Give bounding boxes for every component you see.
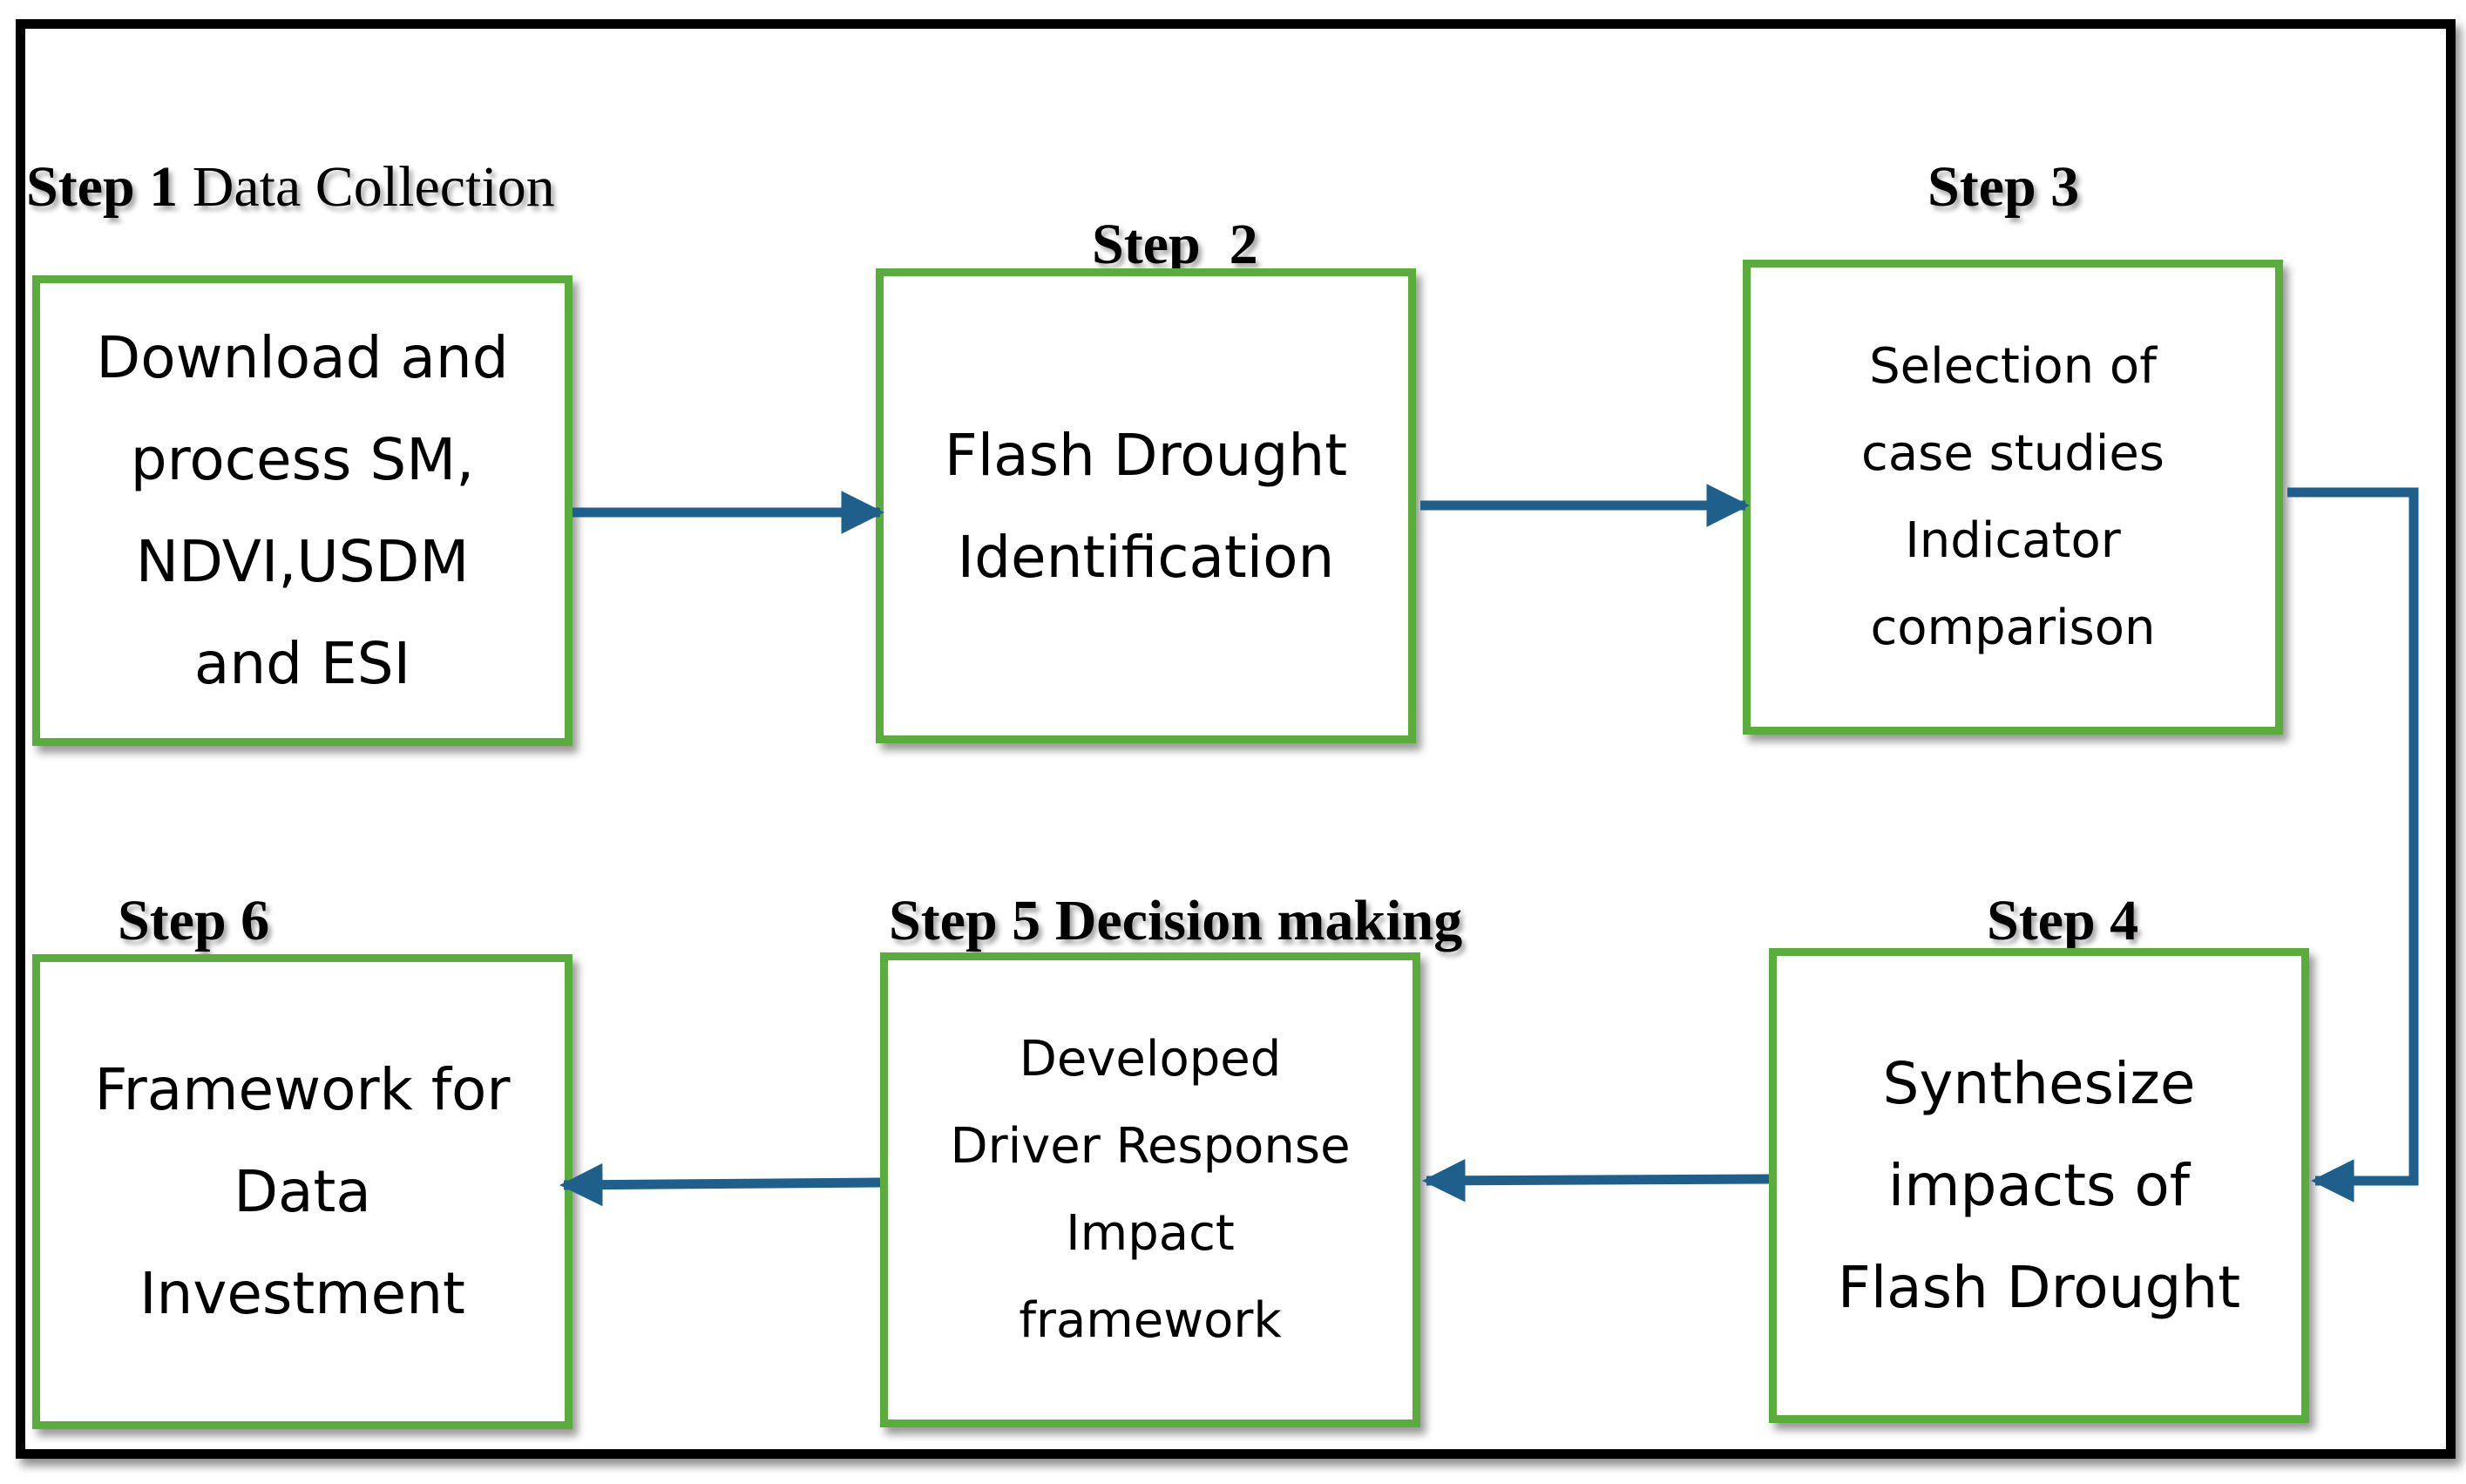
arrow-step4-to-step5 bbox=[1422, 1159, 1770, 1203]
step-3-text: Selection of case studies Indicator comp… bbox=[1861, 337, 2165, 656]
arrow-step3-to-step4 bbox=[2287, 487, 2419, 1203]
step-2-box: Flash Drought Identification bbox=[876, 268, 1416, 743]
step-3-label: Step 3 bbox=[1927, 155, 2080, 219]
step-1-label: Step 1 Data Collection bbox=[26, 155, 555, 219]
step-1-text: Download and process SM, NDVI,USDM and E… bbox=[96, 324, 509, 697]
step-3-box: Selection of case studies Indicator comp… bbox=[1743, 260, 2283, 735]
step-4-box: Synthesize impacts of Flash Drought bbox=[1769, 948, 2309, 1423]
step-6-box: Framework for Data Investment bbox=[32, 954, 572, 1429]
step-1-title: Data Collection bbox=[192, 155, 555, 219]
step-2-text: Flash Drought Identification bbox=[944, 421, 1348, 591]
step-5-text: Developed Driver Response Impact framewo… bbox=[950, 1030, 1351, 1349]
arrow-step5-to-step6 bbox=[559, 1162, 881, 1207]
step-5-label: Step 5 Decision making bbox=[889, 889, 1463, 952]
step-6-label: Step 6 bbox=[118, 889, 270, 952]
step-1-box: Download and process SM, NDVI,USDM and E… bbox=[32, 275, 572, 746]
step-5-title: Decision making bbox=[1054, 889, 1463, 952]
step-5-box: Developed Driver Response Impact framewo… bbox=[880, 952, 1420, 1427]
step-2-label: Step 2 bbox=[1092, 213, 1258, 276]
step-4-text: Synthesize impacts of Flash Drought bbox=[1837, 1050, 2241, 1321]
step-6-text: Framework for Data Investment bbox=[94, 1056, 511, 1327]
step-4-label: Step 4 bbox=[1987, 889, 2139, 952]
